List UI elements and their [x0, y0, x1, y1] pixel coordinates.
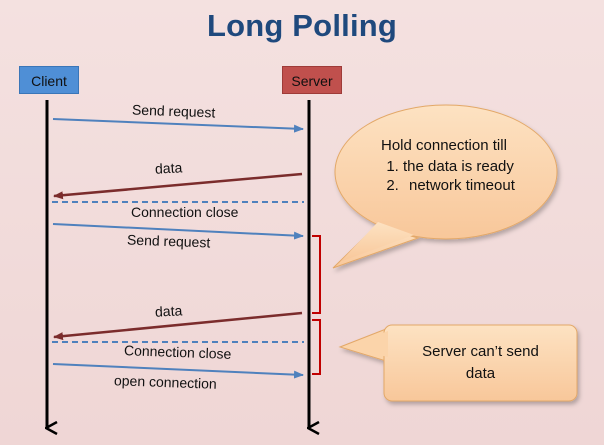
send-request-arrow-2 [52, 223, 304, 240]
server-cant-send-callout [338, 324, 578, 402]
open-connection-arrow [52, 363, 304, 379]
client-actor-box: Client [19, 66, 79, 94]
server-bracket [312, 319, 321, 375]
hold-callout-list: the data is ready network timeout [381, 158, 561, 194]
data-arrow-1 [53, 172, 303, 200]
hold-callout-text: Hold connection till the data is ready n… [381, 137, 561, 196]
page-title: Long Polling [206, 8, 398, 43]
data-arrow-2 [53, 311, 303, 341]
server-callout-line-2: data [465, 365, 496, 382]
message-label-connection-close-1: Connection close [131, 204, 239, 220]
server-callout-line-1: Server can’t send [422, 343, 539, 360]
hold-bracket [312, 235, 321, 314]
send-request-arrow-1 [52, 118, 304, 133]
hold-callout-item: network timeout [403, 177, 561, 194]
hold-callout-heading: Hold connection till [381, 137, 507, 154]
server-actor-box: Server [282, 66, 342, 94]
hold-callout-item: the data is ready [403, 158, 561, 175]
message-label-send-request-1: Send request [131, 101, 216, 121]
message-label-send-request-2: Send request [126, 231, 211, 251]
server-callout-text: Server can’t send data [386, 341, 575, 385]
hold-connection-callout [332, 104, 558, 269]
message-label-data-1: data [154, 159, 183, 177]
message-label-data-2: data [154, 302, 183, 320]
